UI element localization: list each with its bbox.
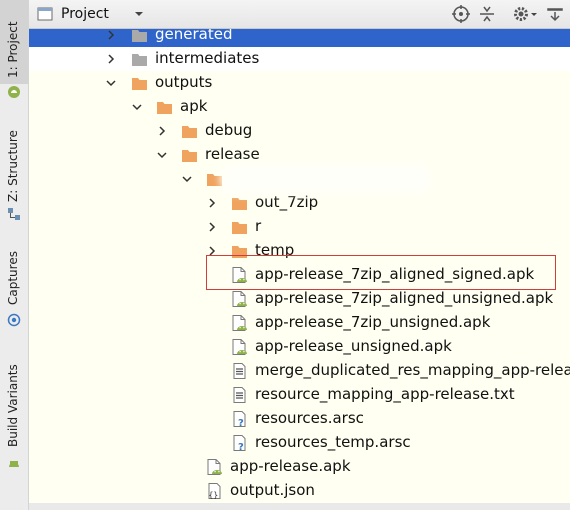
tab-project-label: 1: Project — [6, 21, 20, 78]
tree-item-label: merge_duplicated_res_mapping_app-releas — [255, 361, 570, 379]
tab-build-variants[interactable]: Build Variants — [0, 355, 28, 450]
captures-icon — [7, 312, 21, 327]
folder-icon — [156, 99, 173, 115]
folder-icon — [131, 51, 148, 67]
tree-item-release[interactable]: release — [29, 143, 570, 167]
tab-project[interactable]: 1: Project — [0, 0, 28, 84]
chevron-down-icon[interactable] — [105, 77, 117, 89]
tab-structure[interactable]: Z: Structure — [0, 118, 28, 208]
tree-item-label: app-release_7zip_aligned_signed.apk — [255, 265, 535, 283]
view-title[interactable]: Project — [61, 6, 109, 22]
apk-file-icon — [231, 339, 248, 355]
tree-item-label: resource_mapping_app-release.txt — [255, 385, 515, 403]
tree-item-label: app-release_7zip_unsigned.apk — [255, 313, 491, 331]
unknown-file-icon — [231, 411, 248, 427]
folder-icon — [231, 219, 248, 235]
apk-file-icon — [231, 291, 248, 307]
redacted-name — [226, 170, 426, 188]
chevron-right-icon[interactable] — [206, 197, 218, 209]
chevron-right-icon[interactable] — [156, 125, 168, 137]
tree-item-file-aligned-unsigned[interactable]: app-release_7zip_aligned_unsigned.apk — [29, 287, 570, 311]
chevron-down-icon[interactable] — [131, 101, 143, 113]
chevron-right-icon[interactable] — [105, 53, 117, 65]
tree-item-label: outputs — [155, 73, 213, 91]
bottom-scrollbar[interactable] — [29, 503, 570, 510]
chevron-down-icon[interactable] — [129, 4, 149, 24]
tree-item-label: debug — [205, 121, 253, 139]
tree-item-file-7zip-unsigned[interactable]: app-release_7zip_unsigned.apk — [29, 311, 570, 335]
tree-item-file-app-release[interactable]: app-release.apk — [29, 455, 570, 479]
tree-item-label: generated — [155, 29, 233, 43]
tree-item-label: temp — [255, 241, 295, 259]
tree-item-label: output.json — [230, 481, 315, 499]
tree-item-intermediates[interactable]: intermediates — [29, 47, 570, 71]
tree-item-file-resources-temp[interactable]: resources_temp.arsc — [29, 431, 570, 455]
structure-icon — [7, 206, 21, 220]
tree-item-label: release — [205, 145, 260, 163]
project-view-icon — [35, 4, 55, 24]
folder-icon — [206, 171, 223, 187]
folder-icon — [181, 147, 198, 163]
tree-item-file-resources-arsc[interactable]: resources.arsc — [29, 407, 570, 431]
android-icon — [7, 84, 21, 98]
tree-item-label: app-release_7zip_aligned_unsigned.apk — [255, 289, 554, 307]
tree-item-label: app-release_unsigned.apk — [255, 337, 452, 355]
tool-window-strip: 1: Project Z: Structure Captures Build V… — [0, 0, 29, 510]
chevron-right-icon[interactable] — [105, 29, 117, 41]
highlight-box — [206, 255, 556, 290]
chevron-down-icon[interactable] — [156, 149, 168, 161]
apk-file-icon — [231, 315, 248, 331]
tree-item-label: resources.arsc — [255, 409, 364, 427]
tree-item-apk[interactable]: apk — [29, 95, 570, 119]
chevron-down-icon[interactable] — [181, 173, 193, 185]
apk-file-icon — [206, 459, 223, 475]
gear-icon[interactable] — [511, 4, 531, 24]
tree-item-out-7zip[interactable]: out_7zip — [29, 191, 570, 215]
folder-icon — [131, 75, 148, 91]
tree-item-outputs[interactable]: outputs — [29, 71, 570, 95]
tree-item-label: resources_temp.arsc — [255, 433, 411, 451]
project-toolbar: Project — [29, 0, 570, 29]
tab-captures[interactable]: Captures — [0, 240, 28, 310]
tree-item-file-output-json[interactable]: output.json — [29, 479, 570, 503]
chevron-right-icon[interactable] — [206, 221, 218, 233]
folder-icon — [231, 195, 248, 211]
collapse-all-icon[interactable] — [477, 4, 497, 24]
tree-item-debug[interactable]: debug — [29, 119, 570, 143]
locate-icon[interactable] — [451, 4, 471, 24]
unknown-file-icon — [231, 435, 248, 451]
tree-item-file-merge-mapping[interactable]: merge_duplicated_res_mapping_app-releas — [29, 359, 570, 383]
tree-item-generated[interactable]: generated — [29, 29, 570, 47]
tree-item-temp[interactable]: temp — [29, 239, 570, 263]
project-tree: generated intermediates outputs apk debu… — [29, 29, 570, 510]
tree-item-label: app-release.apk — [230, 457, 351, 475]
android-build-icon — [7, 454, 21, 468]
hide-icon[interactable] — [545, 4, 565, 24]
tree-item-file-unsigned[interactable]: app-release_unsigned.apk — [29, 335, 570, 359]
tab-structure-label: Z: Structure — [6, 130, 20, 202]
tree-item-file-aligned-signed[interactable]: app-release_7zip_aligned_signed.apk — [29, 263, 570, 287]
tree-item-r[interactable]: r — [29, 215, 570, 239]
text-file-icon — [231, 363, 248, 379]
tree-item-file-resource-mapping[interactable]: resource_mapping_app-release.txt — [29, 383, 570, 407]
tree-item-label: out_7zip — [255, 193, 319, 211]
tree-item-label: intermediates — [155, 49, 260, 67]
json-file-icon — [206, 483, 223, 499]
folder-icon — [181, 123, 198, 139]
tree-item-label: apk — [180, 97, 208, 115]
text-file-icon — [231, 387, 248, 403]
folder-icon — [131, 29, 148, 43]
tab-build-variants-label: Build Variants — [6, 364, 20, 447]
tab-captures-label: Captures — [6, 251, 20, 305]
gear-menu-chevron-icon[interactable] — [529, 4, 539, 24]
tree-item-label: r — [255, 217, 262, 235]
